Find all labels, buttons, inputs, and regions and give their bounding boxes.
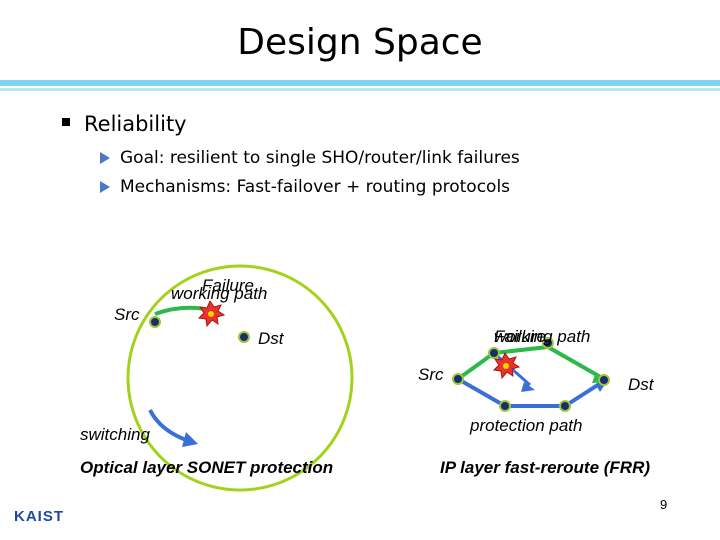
- frr-protection-node: [499, 400, 511, 412]
- sub-bullet-goal-text: Goal: resilient to single SHO/router/lin…: [120, 148, 520, 168]
- sonet-dst-label: Dst: [258, 329, 284, 348]
- arrow-icon: [521, 382, 535, 392]
- sonet-src-node: [149, 316, 161, 328]
- page-number: 9: [660, 497, 668, 512]
- kaist-logo-text: KAIST: [14, 508, 64, 525]
- frr-dst-node: [598, 374, 610, 386]
- failure-core-icon: [503, 363, 509, 369]
- title-rule-thin: [0, 88, 720, 91]
- sonet-switching-arc: [148, 409, 187, 442]
- sonet-caption: Optical layer SONET protection: [80, 458, 334, 477]
- bullet-reliability-text: Reliability: [84, 112, 187, 136]
- frr-src-node: [452, 373, 464, 385]
- sub-bullet-mechanisms: Mechanisms: Fast-failover + routing prot…: [100, 177, 510, 197]
- sonet-diagram: [126, 264, 354, 492]
- frr-caption: IP layer fast-reroute (FRR): [440, 458, 651, 477]
- sub-bullet-goal: Goal: resilient to single SHO/router/lin…: [100, 148, 520, 168]
- frr-dst-label: Dst: [628, 375, 654, 394]
- sonet-ring: [126, 264, 354, 492]
- sonet-src-label: Src: [114, 305, 140, 324]
- sonet-dst-node: [238, 331, 250, 343]
- triangle-bullet-icon: [100, 152, 110, 164]
- frr-diagram: [452, 337, 610, 412]
- frr-failure-label: Failure: [494, 327, 546, 346]
- kaist-logo: KAIST: [14, 508, 74, 528]
- square-bullet-icon: [62, 118, 70, 126]
- triangle-bullet-icon: [100, 181, 110, 193]
- frr-src-label: Src: [418, 365, 444, 384]
- title-rule: [0, 80, 720, 86]
- frr-working-path-segment: [493, 345, 549, 355]
- frr-protection-path: [457, 377, 606, 408]
- bullet-reliability: Reliability: [62, 112, 187, 136]
- sub-bullet-mechanisms-text: Mechanisms: Fast-failover + routing prot…: [120, 177, 511, 197]
- sonet-working-path-label: working path: [171, 284, 268, 303]
- frr-protection-path-label: protection path: [470, 416, 583, 435]
- frr-working-path-label: working path: [494, 327, 591, 346]
- frr-node: [542, 337, 554, 349]
- slide-title: Design Space: [237, 22, 483, 63]
- sonet-switching-label: switching: [80, 425, 150, 444]
- arrow-icon: [182, 432, 198, 447]
- frr-working-path-segment: [456, 351, 496, 381]
- frr-protection-node: [559, 400, 571, 412]
- frr-node: [488, 347, 500, 359]
- sonet-failure-label: Failure: [202, 276, 254, 295]
- sonet-working-path: [154, 305, 206, 316]
- failure-core-icon: [208, 311, 214, 317]
- frr-working-path-segment: [547, 345, 605, 381]
